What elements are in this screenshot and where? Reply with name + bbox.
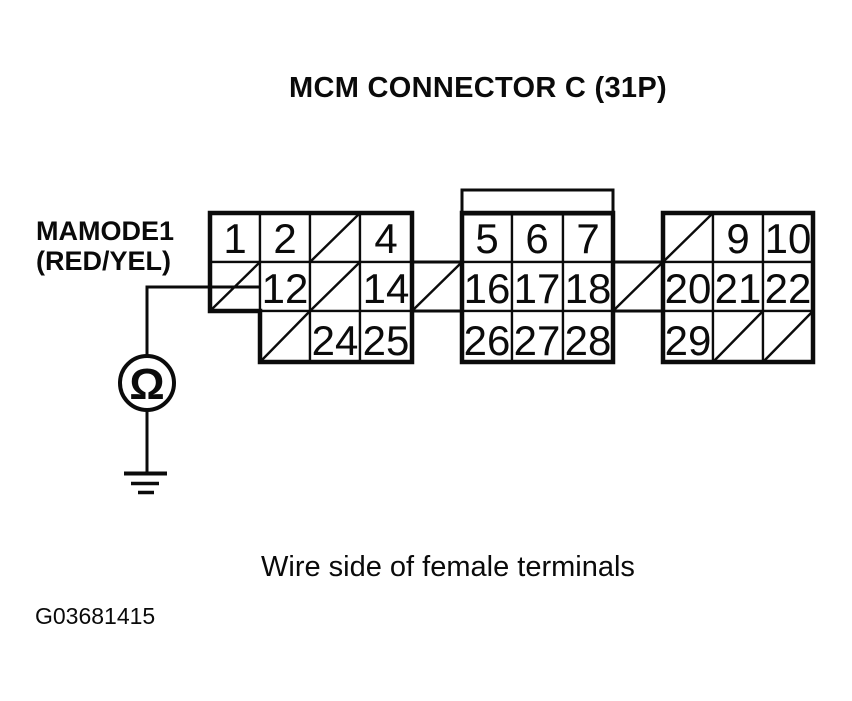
no-terminal-slash xyxy=(259,310,311,363)
terminal-17: 17 xyxy=(514,265,561,312)
terminal-22: 22 xyxy=(765,265,812,312)
wire-to-terminal xyxy=(145,285,260,356)
terminal-24: 24 xyxy=(312,317,359,364)
right-block-outline xyxy=(660,210,816,365)
left-block-outline xyxy=(207,210,415,365)
no-terminal-slash xyxy=(612,261,664,312)
cell-18 xyxy=(561,260,615,313)
connector-cells xyxy=(208,211,815,364)
diagram-title: MCM CONNECTOR C (31P) xyxy=(289,72,667,104)
terminal-26: 26 xyxy=(464,317,511,364)
terminal-1: 1 xyxy=(223,215,246,262)
terminal-20: 20 xyxy=(665,265,712,312)
terminal-7: 7 xyxy=(576,215,599,262)
connector-index-tab xyxy=(460,188,615,216)
no-terminal-slash xyxy=(662,212,714,263)
terminal-9: 9 xyxy=(726,215,749,262)
terminal-10: 10 xyxy=(765,215,812,262)
terminal-18: 18 xyxy=(565,265,612,312)
terminal-12: 12 xyxy=(262,265,309,312)
ohmmeter-circle xyxy=(118,354,176,412)
terminal-16: 16 xyxy=(464,265,511,312)
no-terminal-slash xyxy=(762,310,814,363)
terminal-2: 2 xyxy=(273,215,296,262)
terminal-27: 27 xyxy=(514,317,561,364)
diagram-caption: Wire side of female terminals xyxy=(261,551,635,583)
terminal-28: 28 xyxy=(565,317,612,364)
terminal-5: 5 xyxy=(475,215,498,262)
wire-label: MAMODE1 (RED/YEL) xyxy=(36,216,174,276)
ohmmeter-icon: Ω xyxy=(118,354,176,412)
middle-block-outline xyxy=(459,210,616,365)
terminal-4: 4 xyxy=(374,215,397,262)
wire-label-name: MAMODE1 xyxy=(36,216,175,246)
terminal-14: 14 xyxy=(363,265,410,312)
no-terminal-slash xyxy=(411,261,463,312)
cell-17 xyxy=(510,260,565,313)
no-terminal-slash xyxy=(309,212,361,263)
wire-label-color: (RED/YEL) xyxy=(36,246,171,276)
cell-9 xyxy=(711,211,765,264)
no-terminal-slash xyxy=(309,261,361,312)
terminal-21: 21 xyxy=(715,265,762,312)
ground-icon xyxy=(124,471,167,495)
terminal-25: 25 xyxy=(363,317,410,364)
test-wire xyxy=(145,285,260,472)
terminal-29: 29 xyxy=(665,317,712,364)
terminal-6: 6 xyxy=(525,215,548,262)
figure-id: G03681415 xyxy=(35,603,156,629)
row2-bridge-edges xyxy=(412,260,663,313)
ohm-symbol: Ω xyxy=(129,360,164,409)
terminal-numbers: 1 2 4 5 6 7 9 10 12 14 16 17 18 20 21 22… xyxy=(223,215,811,364)
cell-26 xyxy=(460,309,514,364)
no-terminal-slash xyxy=(712,310,764,363)
block-outlines xyxy=(207,188,816,365)
